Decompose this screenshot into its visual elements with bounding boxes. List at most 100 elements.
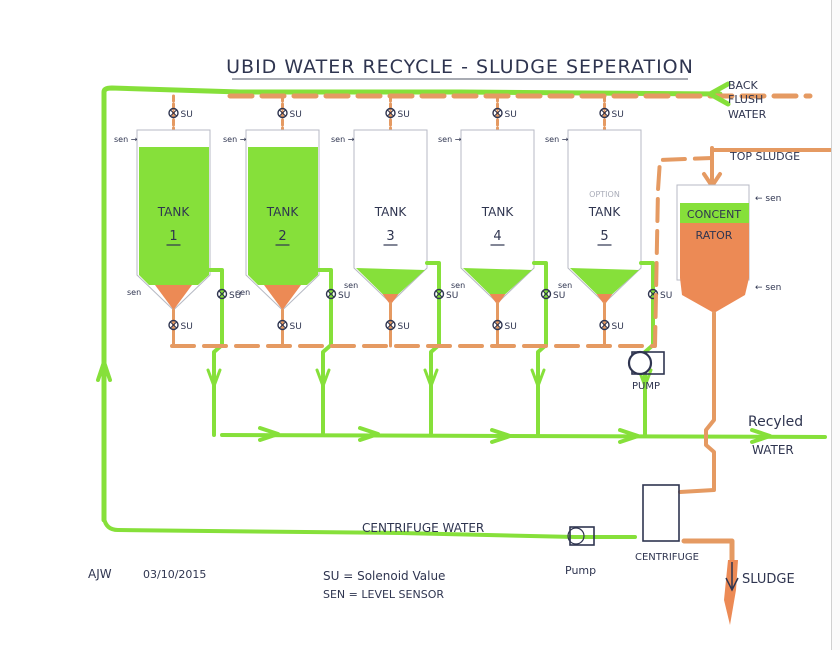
valve-cross-icon — [387, 109, 394, 117]
valve-label: SU — [612, 110, 624, 120]
outlet-solenoid-valve-icon — [325, 288, 337, 300]
level-sensor-top: sen → — [114, 135, 138, 144]
valve-label: SU — [229, 291, 241, 301]
back-flush-label-1: BACK — [728, 79, 759, 92]
date-label: 03/10/2015 — [143, 568, 206, 581]
tank-sludge-fill — [155, 285, 192, 310]
tank-liquid-fill — [463, 268, 532, 294]
valve-cross-icon — [387, 321, 394, 329]
bottom-sludge-collection-line — [170, 156, 714, 348]
tank-number: 1 — [169, 229, 177, 244]
pump-bottom-body — [569, 526, 595, 546]
concentrator-to-centrifuge-pipe — [678, 311, 716, 494]
author-label: AJW — [88, 567, 112, 581]
centrifuge-water-pipe — [102, 516, 637, 539]
valve-cross-icon — [170, 321, 177, 329]
inlet-solenoid-valve-icon — [168, 107, 179, 119]
flow-down-arrow-icon — [530, 368, 546, 388]
concentrator-label-1: CONCENT — [687, 208, 741, 221]
recycled-water-line: Recyled WATER — [220, 414, 827, 457]
legend-su: SU = Solenoid Value — [323, 569, 445, 583]
level-sensor-top: sen → — [223, 135, 247, 144]
back-flush-label-3: WATER — [728, 108, 767, 121]
inlet-solenoid-valve-icon — [492, 107, 503, 119]
concentrator-label-2: RATOR — [696, 229, 733, 242]
valve-cross-icon — [601, 109, 608, 117]
tank-body — [567, 129, 642, 304]
inlet-solenoid-valve-icon — [277, 107, 288, 119]
concentrator-top-layer — [680, 203, 749, 223]
tank-sludge-fill — [382, 294, 399, 305]
level-sensor-bottom: sen — [127, 288, 141, 297]
outlet-solenoid-valve-icon — [433, 288, 445, 300]
valve-cross-icon — [170, 109, 177, 117]
concentrator-sludge-fill — [680, 223, 749, 313]
concentrator-sensor-top: ← sen — [755, 194, 781, 204]
drain-solenoid-valve-icon — [168, 319, 179, 331]
tank-body — [353, 129, 428, 304]
valve-label: SU — [446, 291, 458, 301]
tank-name: TANK — [157, 205, 191, 219]
flow-arrow-icon — [618, 428, 640, 444]
back-flush-arrow-icon — [707, 81, 731, 107]
flow-arrow-icon — [750, 428, 772, 444]
tank-water-outlet-pipe — [639, 261, 655, 437]
concentrator-sensor-bottom: ← sen — [755, 283, 781, 293]
legend: AJW 03/10/2015 SU = Solenoid Value SEN =… — [88, 567, 445, 601]
valve-label: SU — [553, 291, 565, 301]
valve-cross-icon — [542, 290, 550, 298]
pump-top: PUMP — [627, 350, 665, 392]
centrifuge-water-line: CENTRIFUGE WATER Pump — [102, 516, 637, 577]
valve-label: SU — [181, 322, 193, 332]
tank-sludge-fill — [489, 294, 506, 305]
valve-label: SU — [505, 110, 517, 120]
valve-label: SU — [181, 110, 193, 120]
inlet-solenoid-valve-icon — [599, 107, 610, 119]
valve-cross-icon — [435, 290, 443, 298]
level-sensor-bottom: sen — [558, 281, 572, 290]
valve-label: SU — [290, 322, 302, 332]
flow-arrow-icon — [358, 426, 380, 442]
inlet-solenoid-valve-icon — [385, 107, 396, 119]
pump-bottom-label: Pump — [565, 564, 596, 577]
flow-arrow-icon — [258, 426, 280, 442]
page-edge — [831, 0, 840, 650]
back-flush-pipe — [101, 85, 723, 523]
drain-solenoid-valve-icon — [492, 319, 503, 331]
flow-down-arrow-icon — [637, 368, 653, 388]
valve-label: SU — [290, 110, 302, 120]
level-sensor-bottom: sen — [451, 281, 465, 290]
outlet-solenoid-valve-icon — [216, 288, 228, 300]
pump-top-label: PUMP — [632, 381, 660, 392]
drain-solenoid-valve-icon — [277, 319, 288, 331]
recycled-water-pipe — [220, 433, 827, 439]
tank-number: 4 — [493, 229, 501, 244]
tank-sludge-fill — [264, 285, 301, 310]
tank-body — [460, 129, 535, 304]
valve-cross-icon — [327, 290, 335, 298]
tank-liquid-fill — [248, 147, 318, 285]
tank-sludge-fill — [596, 294, 613, 305]
tank-water-outlet-pipe — [317, 268, 333, 437]
drain-solenoid-valve-icon — [599, 319, 610, 331]
recycled-water-label-1: Recyled — [748, 414, 803, 430]
valve-label: SU — [398, 110, 410, 120]
sludge-out-pipe — [681, 538, 735, 563]
tank-liquid-fill — [356, 268, 425, 294]
level-sensor-top: sen → — [331, 135, 355, 144]
tank-water-outlet-pipe — [208, 268, 224, 437]
flow-arrow-icon — [490, 428, 512, 444]
centrifuge-water-label: CENTRIFUGE WATER — [362, 521, 484, 535]
valve-cross-icon — [601, 321, 608, 329]
level-sensor-top: sen → — [438, 135, 462, 144]
sludge-arrow-icon — [725, 562, 739, 592]
valve-label: SU — [505, 322, 517, 332]
flow-down-arrow-icon — [315, 368, 331, 388]
flow-down-arrow-icon — [423, 368, 439, 388]
pump-bottom-icon — [567, 527, 585, 545]
